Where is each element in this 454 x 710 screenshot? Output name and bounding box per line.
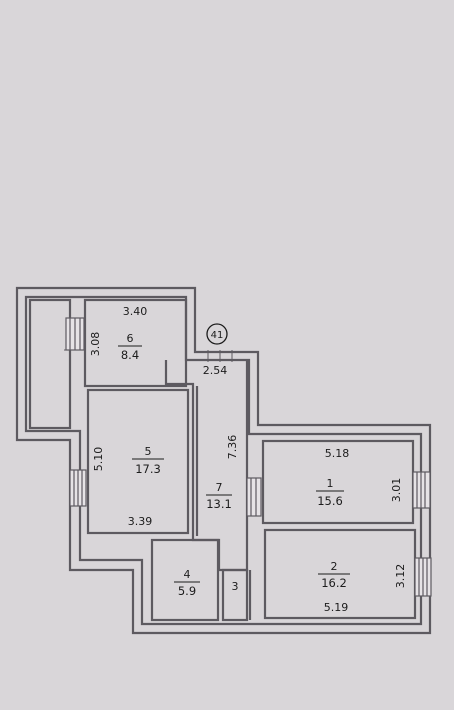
room-6-width: 3.40 xyxy=(123,305,148,318)
room-2-number: 2 xyxy=(331,560,338,573)
outer-wall xyxy=(15,286,432,635)
room-1-width: 5.18 xyxy=(325,447,350,460)
room-4-wall xyxy=(150,538,220,622)
room-5-wall xyxy=(86,388,190,535)
room-1-number: 1 xyxy=(327,477,334,490)
room-2-height: 3.12 xyxy=(394,564,407,589)
entrance-marker: 41 xyxy=(211,330,224,341)
room-4-area: 5.9 xyxy=(178,584,196,598)
room-7-height: 7.36 xyxy=(226,435,239,460)
room-7-wall xyxy=(164,360,249,572)
room-1-area: 15.6 xyxy=(317,494,343,508)
windows xyxy=(64,317,432,597)
room-1-height: 3.01 xyxy=(390,478,403,503)
room-2-area: 16.2 xyxy=(321,576,347,590)
balcony xyxy=(28,298,72,430)
window-corridor xyxy=(246,477,262,517)
room-7-number: 7 xyxy=(216,481,223,494)
entrance-marker-circle xyxy=(206,323,228,345)
room-7-area: 13.1 xyxy=(206,497,232,511)
room-6-number: 6 xyxy=(127,332,134,345)
room-7-width: 2.54 xyxy=(203,364,228,377)
room-5-height: 5.10 xyxy=(92,447,105,472)
room-6-wall xyxy=(83,298,188,388)
room-3-wall xyxy=(221,568,249,622)
room-5-number: 5 xyxy=(145,445,152,458)
room-3-number: 3 xyxy=(232,580,239,593)
window-left-bottom xyxy=(69,469,87,507)
room-5-width: 3.39 xyxy=(128,515,153,528)
window-left-top xyxy=(65,317,85,351)
room-2-width: 5.19 xyxy=(324,601,349,614)
entry-ticks xyxy=(64,349,233,362)
room-6-height: 3.08 xyxy=(89,332,102,357)
room-4-number: 4 xyxy=(184,568,191,581)
room-6-area: 8.4 xyxy=(121,348,139,362)
room-5-area: 17.3 xyxy=(135,462,161,476)
window-right-top xyxy=(412,471,431,509)
window-right-bottom xyxy=(414,557,432,597)
